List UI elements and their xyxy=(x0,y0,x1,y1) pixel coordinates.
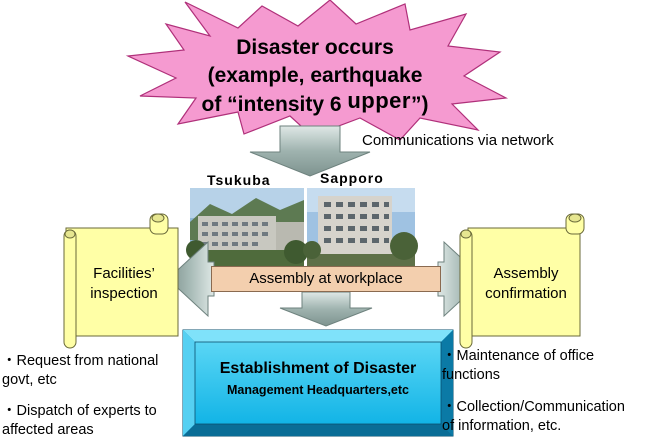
left-bullet-2: ・Dispatch of experts to affected areas xyxy=(2,403,157,438)
disaster-line-2: (example, earthquake xyxy=(207,64,423,87)
left-bullet-1: ・Request from national govt, etc xyxy=(2,353,159,388)
hq-down-arrow xyxy=(279,291,373,327)
hq-text: Establishment of Disaster Management Hea… xyxy=(196,358,440,400)
disaster-line-1: Disaster occurs xyxy=(236,36,394,59)
communications-label: Communications via network xyxy=(362,132,554,149)
left-scroll xyxy=(63,213,179,349)
disaster-line-3: of “intensity 6 upper”) xyxy=(201,88,429,116)
right-scroll xyxy=(459,213,585,349)
upper-label: upper xyxy=(347,88,411,113)
right-bullet-2: ・Collection/Communication of information… xyxy=(442,399,625,434)
assembly-confirmation-text: Assembly confirmation xyxy=(485,265,567,302)
disaster-burst-shape xyxy=(125,0,509,141)
assembly-workplace-box: Assembly at workplace xyxy=(211,266,441,292)
network-down-arrow xyxy=(249,125,371,177)
sapporo-photo xyxy=(303,188,418,266)
hq-line-2: Management Headquarters,etc xyxy=(226,383,409,397)
hq-box xyxy=(182,329,454,437)
right-bullet-1: ・Maintenance of office functions xyxy=(442,348,595,383)
hq-line-1: Establishment of Disaster xyxy=(219,360,417,377)
sapporo-label: Sapporo xyxy=(320,170,384,186)
tsukuba-photo xyxy=(186,188,308,266)
facilities-inspection-text: Facilities’ inspection xyxy=(90,265,158,302)
tsukuba-label: Tsukuba xyxy=(207,172,271,188)
disaster-heading: Disaster occurs (example, earthquake of … xyxy=(150,34,480,119)
